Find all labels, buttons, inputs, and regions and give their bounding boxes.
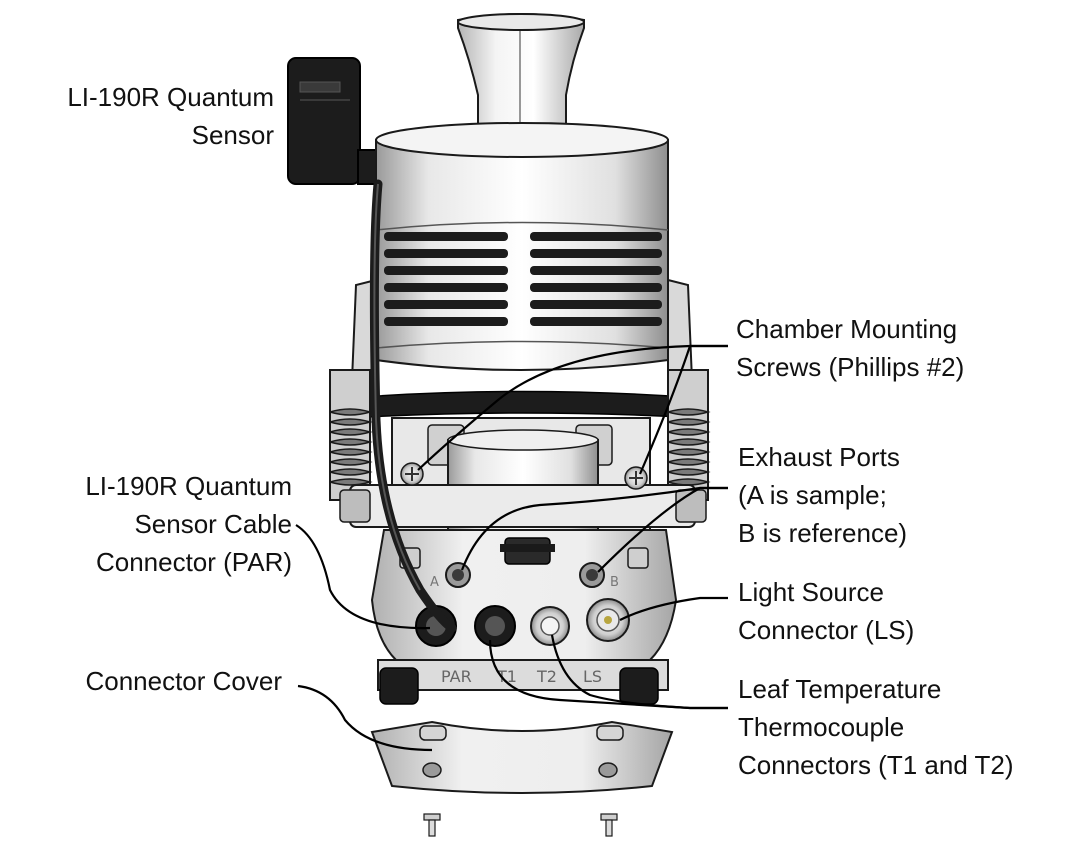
port-label-t2: T2 (536, 667, 557, 686)
t1-connector (474, 605, 516, 647)
connector-cover-part (370, 720, 674, 794)
spring-coil (329, 478, 373, 486)
spring-coil (667, 408, 711, 416)
spring-coil (667, 438, 711, 446)
label-quantum-sensor: LI-190R Quantum Sensor (67, 82, 274, 150)
vent-slot (530, 317, 662, 326)
leader-sensor-cable-connector (295, 524, 431, 630)
t2-connector (530, 606, 570, 646)
cable-gland (500, 537, 555, 565)
spring-coil (667, 448, 711, 456)
leader-leaf-temp-t1 (488, 639, 728, 710)
leader-leaf-temp-t2 (550, 634, 728, 710)
leader-lines (295, 344, 728, 752)
label-sensor-cable-connector: LI-190R Quantum Sensor Cable Connector (… (85, 471, 292, 577)
spring-coil (329, 448, 373, 456)
mounting-screw-right (624, 466, 648, 490)
leader-light-source (619, 596, 728, 621)
exhaust-port-a (445, 562, 471, 588)
spring-coil (667, 418, 711, 426)
exhaust-port-b (579, 562, 605, 588)
vent-slot (384, 266, 508, 275)
spring-coil (329, 468, 373, 476)
leader-chamber-screw-right (638, 344, 728, 475)
leader-exhaust-a (460, 486, 728, 571)
port-label-b: B (610, 575, 619, 590)
port-label-a: A (430, 575, 439, 590)
port-label-par: PAR (441, 667, 472, 686)
label-exhaust-ports: Exhaust Ports (A is sample; B is referen… (738, 442, 908, 548)
label-light-source-connector: Light Source Connector (LS) (738, 577, 915, 645)
upper-chamber-housing (350, 122, 694, 403)
vent-slot (530, 232, 662, 241)
port-label-ls: LS (583, 667, 602, 686)
spring-coil (329, 458, 373, 466)
label-chamber-screws: Chamber Mounting Screws (Phillips #2) (736, 314, 965, 382)
spring-coil (667, 468, 711, 476)
leader-connector-cover (297, 684, 433, 752)
vent-slot (384, 249, 508, 258)
spring-coil (329, 428, 373, 436)
vent-slots (384, 232, 662, 326)
chamber-middle-body (339, 417, 707, 531)
cover-screw-left (423, 813, 441, 837)
port-label-t1: T1 (496, 667, 517, 686)
gasket-band (347, 390, 701, 419)
leader-chamber-screw-left (417, 344, 728, 471)
air-intake-horn (457, 13, 585, 126)
vent-slot (530, 300, 662, 309)
spring-left (329, 369, 373, 501)
cover-screw-right (600, 813, 618, 837)
vent-slot (384, 317, 508, 326)
vent-slot (384, 232, 508, 241)
label-connector-cover: Connector Cover (85, 666, 282, 696)
vent-slot (384, 300, 508, 309)
vent-slot (384, 283, 508, 292)
spring-coil (329, 438, 373, 446)
vent-slot (530, 266, 662, 275)
mounting-screw-left (400, 462, 424, 486)
spring-coil (667, 458, 711, 466)
spring-coil (329, 418, 373, 426)
label-leaf-temp-connectors: Leaf Temperature Thermocouple Connectors… (738, 674, 1014, 780)
ls-connector (586, 598, 630, 642)
quantum-sensor (287, 57, 385, 185)
leader-exhaust-b (597, 486, 728, 573)
sensor-cable-highlight (373, 183, 421, 591)
vent-slot (530, 283, 662, 292)
spring-coil (667, 428, 711, 436)
spring-coil (329, 408, 373, 416)
cooling-ribs (375, 221, 669, 349)
vent-slot (530, 249, 662, 258)
